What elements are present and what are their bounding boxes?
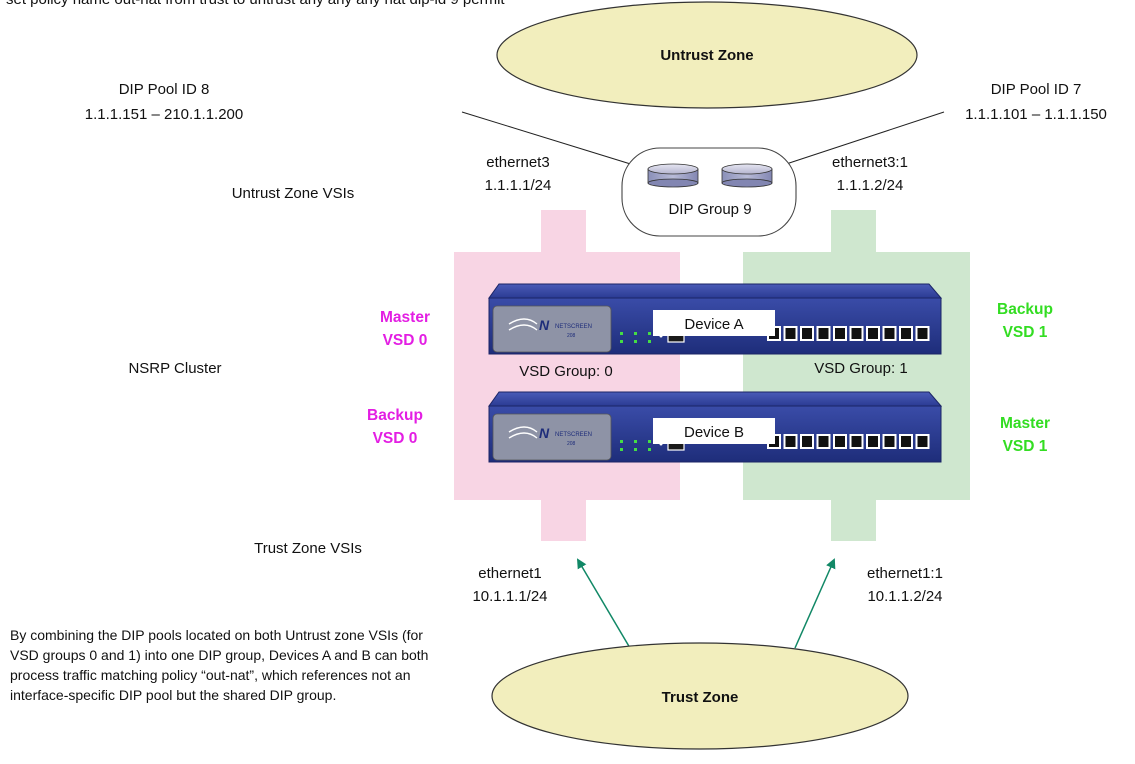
device-b-name-box — [653, 418, 775, 444]
device-a-name-box — [653, 310, 775, 336]
ethernet1-1-name: ethernet1:1 — [867, 565, 943, 582]
dip-pool-7-range: 1.1.1.101 – 1.1.1.150 — [965, 106, 1107, 123]
device-b-status-leds — [620, 440, 651, 451]
device-a-ethernet-port-socket — [917, 328, 928, 339]
ethernet1-ip: 10.1.1.1/24 — [472, 588, 547, 605]
device-a-vsd0-role: Master — [380, 309, 430, 326]
trust-vsis-label: Trust Zone VSIs — [254, 540, 362, 557]
device-a-bezel — [492, 305, 612, 353]
device-b-name: Device B — [684, 424, 744, 441]
ethernet3-ip: 1.1.1.1/24 — [485, 177, 552, 194]
dip-pool-8-cylinder — [647, 163, 699, 188]
ethernet1-1-ip: 10.1.1.2/24 — [867, 588, 942, 605]
netscreen-logo-icon: N — [508, 425, 550, 441]
ethernet1-name: ethernet1 — [478, 565, 541, 582]
device-b-ethernet-port-socket — [818, 436, 829, 447]
device-a-ethernet-port-socket — [884, 328, 895, 339]
device-a-vsd1-role: Backup — [997, 301, 1053, 318]
device-b-ethernet-port-socket — [851, 436, 862, 447]
device-b-ethernet-ports — [767, 434, 930, 449]
device-b-vsd1-label: VSD 1 — [1003, 438, 1048, 455]
device-b-bezel — [492, 413, 612, 461]
device-a-name: Device A — [684, 316, 743, 333]
nsrp-cluster-label: NSRP Cluster — [128, 360, 221, 377]
svg-text:N: N — [539, 425, 550, 441]
device-b-ethernet-port-socket — [868, 436, 878, 447]
device-b-ethernet-port-socket — [917, 436, 928, 447]
device-a-brand: NETSCREEN — [555, 324, 592, 330]
device-b-ethernet-port-socket — [785, 436, 796, 447]
ethernet3-1-name: ethernet3:1 — [832, 154, 908, 171]
ethernet3-1-ip: 1.1.1.2/24 — [837, 177, 904, 194]
dip-pool-7-leader — [767, 111, 945, 171]
dip-pool-8-range: 1.1.1.151 – 210.1.1.200 — [85, 106, 243, 123]
device-b: N NETSCREEN 208 Device B — [488, 391, 943, 463]
netscreen-logo-icon: N — [508, 317, 550, 333]
device-b-ethernet-port-socket — [835, 436, 845, 447]
device-a-ethernet-port-socket — [851, 328, 862, 339]
device-b-vsd0-label: VSD 0 — [373, 430, 418, 447]
vsd-group-0-label: VSD Group: 0 — [519, 363, 612, 380]
device-a-ethernet-port-socket — [835, 328, 845, 339]
device-a-ethernet-port-socket — [868, 328, 878, 339]
ethernet3-name: ethernet3 — [486, 154, 549, 171]
device-b-vsd1-role: Master — [1000, 415, 1050, 432]
untrust-zone-label: Untrust Zone — [660, 47, 753, 64]
policy-command: set policy name out-nat from trust to un… — [6, 0, 505, 8]
dip-pool-7-id: DIP Pool ID 7 — [991, 81, 1082, 98]
device-a-ethernet-port-socket — [818, 328, 829, 339]
dip-pool-7-cylinder — [721, 163, 773, 188]
svg-text:N: N — [539, 317, 550, 333]
device-a-status-leds — [620, 332, 651, 343]
dip-pool-8-leader — [461, 111, 651, 171]
device-a-model: 208 — [567, 333, 576, 339]
device-b-vsd0-role: Backup — [367, 407, 423, 424]
device-a: N NETSCREEN 208 Device A — [488, 283, 943, 355]
device-a-ethernet-port-socket — [901, 328, 911, 339]
device-b-ethernet-port-socket — [901, 436, 911, 447]
dip-group-box — [621, 147, 797, 237]
device-b-ethernet-port-socket — [884, 436, 895, 447]
device-a-ethernet-port-socket — [802, 328, 812, 339]
device-b-brand: NETSCREEN — [555, 432, 592, 438]
device-b-ethernet-port-socket — [802, 436, 812, 447]
untrust-vsis-label: Untrust Zone VSIs — [232, 185, 355, 202]
vsd-group-1-label: VSD Group: 1 — [814, 360, 907, 377]
trust-zone-label: Trust Zone — [662, 689, 739, 706]
trust-zone-ellipse — [491, 642, 909, 750]
dip-pool-8-id: DIP Pool ID 8 — [119, 81, 210, 98]
explanation-note: By combining the DIP pools located on bo… — [10, 627, 429, 703]
device-a-ethernet-port-socket — [785, 328, 796, 339]
untrust-zone-ellipse — [496, 1, 918, 109]
dip-group-label: DIP Group 9 — [668, 201, 751, 218]
device-a-vsd1-label: VSD 1 — [1003, 324, 1048, 341]
device-a-ethernet-ports — [767, 326, 930, 341]
traffic-arrow-vsd1 — [794, 558, 836, 649]
device-a-vsd0-label: VSD 0 — [383, 332, 428, 349]
traffic-arrow-vsd0 — [576, 558, 631, 649]
device-b-model: 208 — [567, 441, 576, 447]
